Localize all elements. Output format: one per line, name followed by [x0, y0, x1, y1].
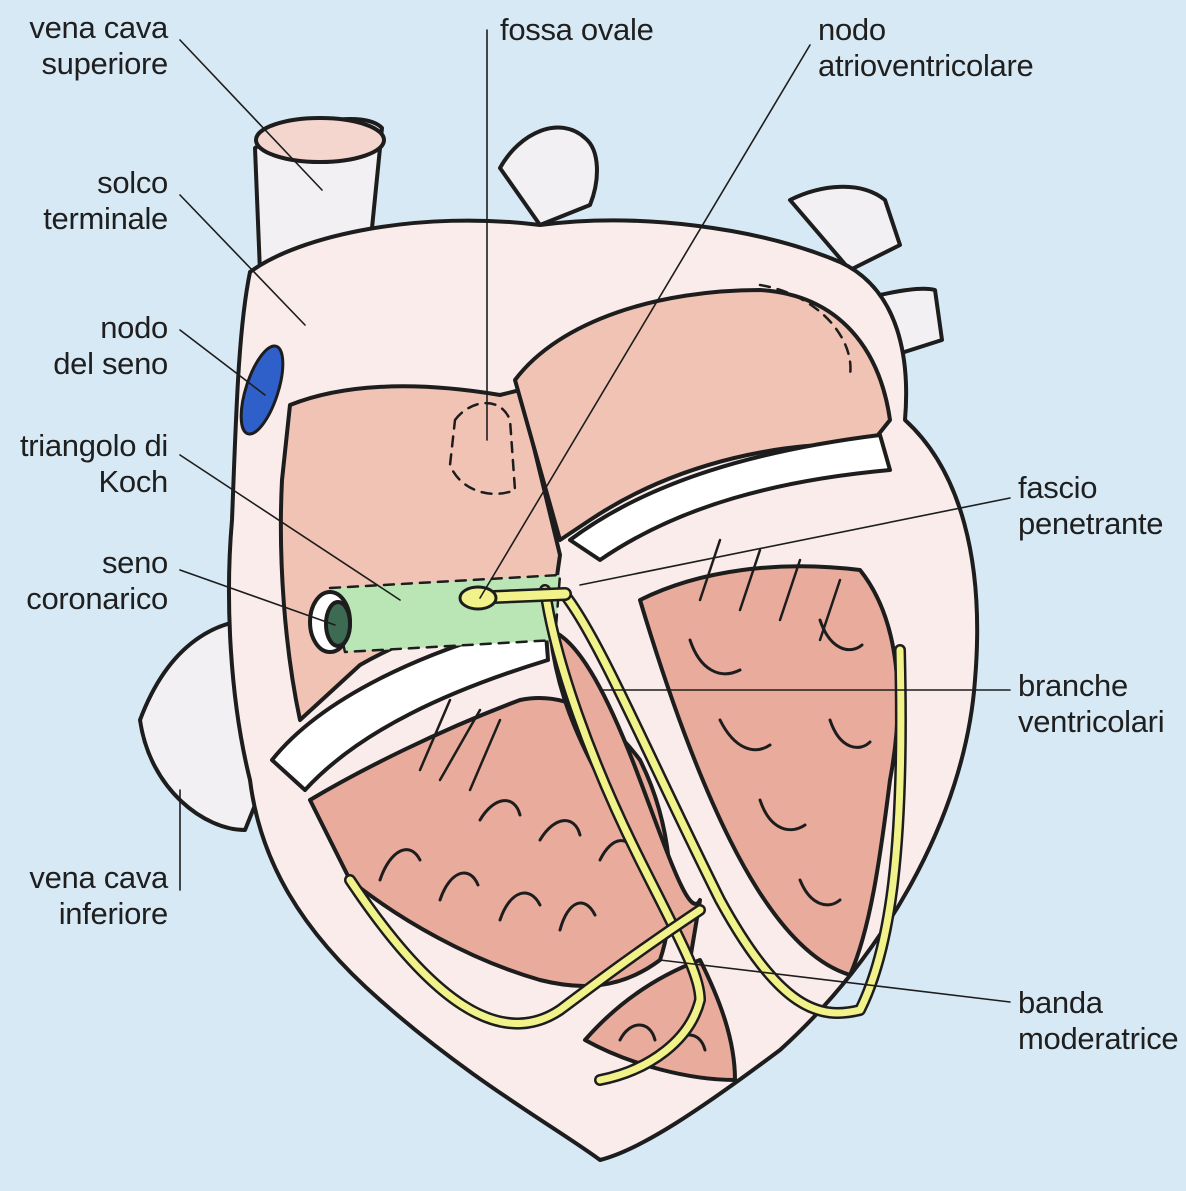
- aorta: [500, 128, 597, 225]
- label-nodo-del-seno: nodo del seno: [0, 310, 168, 382]
- label-fascio-penetrante: fascio penetrante: [1018, 470, 1163, 542]
- leader-vena-cava-superiore: [180, 40, 322, 190]
- koch-triangle: [330, 575, 560, 652]
- label-solco-terminale: solco terminale: [0, 165, 168, 237]
- av-node: [460, 587, 496, 609]
- fossa-ovale: [450, 403, 515, 494]
- label-seno-coronarico: seno coronarico: [0, 545, 168, 617]
- label-triangolo-di-koch: triangolo di Koch: [0, 428, 168, 500]
- label-branche-ventricolari: branche ventricolari: [1018, 668, 1164, 740]
- label-nodo-atrioventricolare: nodo atrioventricolare: [818, 12, 1033, 84]
- label-fossa-ovale: fossa ovale: [500, 12, 654, 48]
- label-vena-cava-inferiore: vena cava inferiore: [0, 860, 168, 932]
- label-vena-cava-superiore: vena cava superiore: [0, 10, 168, 82]
- label-banda-moderatrice: banda moderatrice: [1018, 985, 1178, 1057]
